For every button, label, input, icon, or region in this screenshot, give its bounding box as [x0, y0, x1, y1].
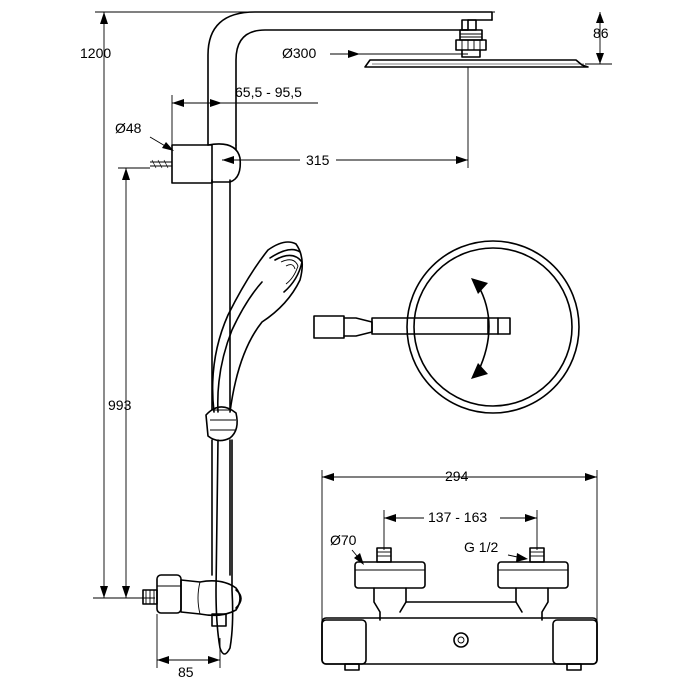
overall-height-label: 1200: [80, 45, 111, 61]
pipe-diameter-label: Ø48: [115, 120, 142, 136]
thread-label: G 1/2: [464, 539, 498, 555]
adjust-range-dimension: 65,5 - 95,5: [171, 84, 318, 145]
rotation-detail: [313, 240, 580, 414]
valve-width-label: 294: [445, 468, 469, 484]
head-diameter-dimension: Ø300: [282, 45, 468, 61]
head-height-label: 86: [593, 25, 609, 41]
handle-diameter-label: Ø70: [330, 532, 357, 548]
adjust-range-label: 65,5 - 95,5: [235, 84, 302, 100]
head-height-dimension: 86: [585, 12, 612, 65]
arm-reach-label: 315: [306, 152, 330, 168]
side-valve: [142, 574, 242, 627]
inlet-centres-dimension: 137 - 163: [383, 508, 538, 550]
valve-width-dimension: 294: [321, 468, 598, 625]
shower-hose: [215, 439, 234, 655]
thread-dimension: G 1/2: [464, 539, 528, 562]
rotation-arrow-icon: [471, 278, 490, 379]
head-diameter-label: Ø300: [282, 45, 316, 61]
bracket-height-label: 993: [108, 397, 132, 413]
wall-offset-dimension: 85: [156, 614, 221, 680]
pipe-diameter-dimension: Ø48: [115, 120, 174, 151]
thermostatic-valve: 294 137 - 163 Ø70 G 1/2: [321, 468, 598, 671]
upper-wall-bracket: [150, 143, 242, 184]
arm-reach-dimension: 315: [222, 67, 469, 168]
riser-pipe: [207, 11, 493, 576]
bracket-height-dimension: 993: [108, 167, 150, 598]
hand-shower: [205, 241, 304, 442]
shower-head: [364, 19, 589, 68]
inlet-centres-label: 137 - 163: [428, 509, 487, 525]
handle-diameter-dimension: Ø70: [330, 532, 364, 565]
wall-offset-label: 85: [178, 664, 194, 680]
